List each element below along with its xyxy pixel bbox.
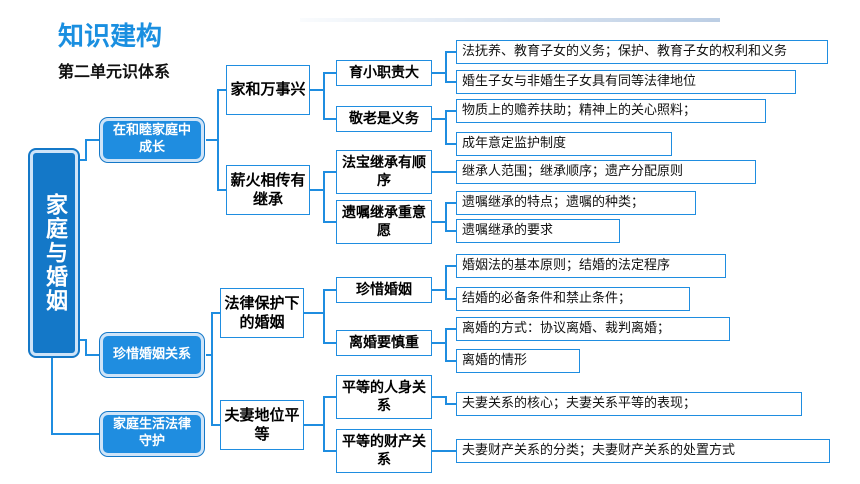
connector-root-marriage bbox=[72, 339, 100, 356]
node-property: 平等的财产关系 bbox=[336, 429, 432, 473]
node-law: 家庭生活法律守护 bbox=[100, 412, 204, 456]
leaf-person-1: 夫妻关系的核心；夫妻关系平等的表现； bbox=[456, 392, 802, 416]
connector-divorce-leaves bbox=[432, 328, 456, 362]
root-node: 家庭与婚姻 bbox=[30, 150, 78, 356]
connector-protect-l3 bbox=[304, 289, 336, 344]
leaf-raise-2: 婚生子女与非婚生子女具有同等法律地位 bbox=[456, 70, 796, 94]
connector-marriage-l2 bbox=[206, 312, 220, 426]
leaf-divorce-2: 离婚的情形 bbox=[456, 349, 580, 373]
node-cherish: 珍惜婚姻 bbox=[336, 277, 432, 303]
node-raise: 育小职责大 bbox=[336, 60, 432, 86]
decorative-rule bbox=[300, 18, 720, 22]
leaf-will-2: 遗嘱继承的要求 bbox=[456, 219, 620, 243]
leaf-will-1: 遗嘱继承的特点；遗嘱的种类； bbox=[456, 191, 696, 215]
leaf-respect-1: 物质上的赡养扶助；精神上的关心照料； bbox=[456, 99, 766, 123]
leaf-property-1: 夫妻财产关系的分类；夫妻财产关系的处置方式 bbox=[456, 439, 830, 463]
connector-will-leaves bbox=[432, 202, 456, 232]
leaf-divorce-1: 离婚的方式：协议离婚、裁判离婚； bbox=[456, 317, 730, 341]
node-inherit: 薪火相传有继承 bbox=[226, 165, 310, 215]
leaf-raise-1: 法抚养、教育子女的义务；保护、教育子女的权利和义务 bbox=[456, 40, 828, 64]
connector-person-leaves bbox=[432, 396, 456, 405]
node-marriage: 珍惜婚姻关系 bbox=[100, 333, 204, 377]
node-divorce: 离婚要慎重 bbox=[336, 330, 432, 356]
node-legal-inherit: 法宝继承有顺序 bbox=[336, 150, 432, 194]
node-equal: 夫妻地位平等 bbox=[220, 400, 304, 450]
page-title: 知识建构 bbox=[58, 22, 163, 52]
node-duty: 家和万事兴 bbox=[226, 65, 310, 115]
connector-equal-l3 bbox=[304, 396, 336, 452]
connector-root-family bbox=[72, 139, 100, 161]
connector-family-l2 bbox=[206, 89, 226, 191]
node-family: 在和睦家庭中成长 bbox=[100, 118, 204, 162]
connector-duty-l3 bbox=[310, 72, 336, 120]
leaf-cherish-2: 结婚的必备条件和禁止条件； bbox=[456, 287, 690, 311]
node-respect: 敬老是义务 bbox=[336, 106, 432, 132]
node-will: 遗嘱继承重意愿 bbox=[336, 200, 432, 244]
connector-respect-leaves bbox=[432, 110, 456, 145]
page-subtitle: 第二单元识体系 bbox=[58, 62, 171, 81]
node-protect: 法律保护下的婚姻 bbox=[220, 288, 304, 338]
leaf-cherish-1: 婚姻法的基本原则；结婚的法定程序 bbox=[456, 254, 726, 278]
connector-inherit-l3 bbox=[310, 171, 336, 223]
connector-root-law bbox=[51, 353, 100, 435]
node-person: 平等的人身关系 bbox=[336, 375, 432, 419]
connector-raise-leaves bbox=[432, 51, 456, 83]
leaf-respect-2: 成年意定监护制度 bbox=[456, 132, 672, 156]
leaf-inherit-1: 继承人范围；继承顺序；遗产分配原则 bbox=[456, 160, 756, 184]
connector-cherish-leaves bbox=[432, 265, 456, 300]
